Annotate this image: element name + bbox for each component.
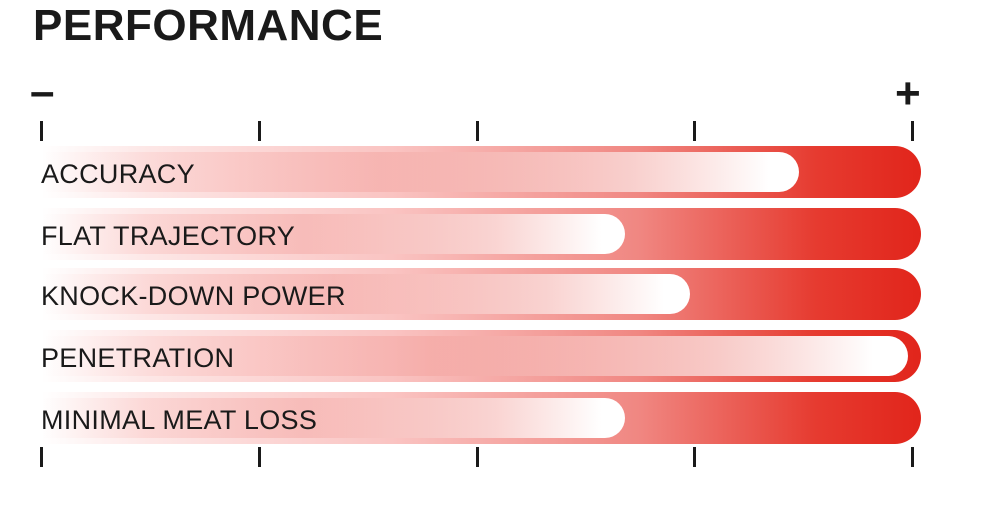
- axis-tick-bottom: [257, 447, 261, 467]
- bar-label: KNOCK-DOWN POWER: [41, 281, 346, 311]
- bar-value-fill: [41, 398, 625, 438]
- axis-tick-bottom: [911, 447, 914, 467]
- bar-value-fill: [41, 336, 908, 376]
- axis-tick-top: [693, 121, 697, 141]
- axis-tick-top: [475, 121, 479, 141]
- axis-tick-top: [911, 121, 914, 141]
- bar-label: MINIMAL MEAT LOSS: [41, 405, 318, 435]
- chart-title: PERFORMANCE: [33, 1, 384, 50]
- bar-row: KNOCK-DOWN POWER: [41, 268, 921, 320]
- bar-label: FLAT TRAJECTORY: [41, 221, 296, 251]
- bar-label: ACCURACY: [41, 159, 195, 189]
- bar-row: PENETRATION: [41, 330, 921, 382]
- bar-value-fill: [41, 152, 800, 192]
- bar-row: MINIMAL MEAT LOSS: [41, 392, 921, 444]
- bar-value-fill: [41, 214, 625, 254]
- bar-row: ACCURACY: [41, 146, 921, 198]
- axis-tick-bottom: [693, 447, 697, 467]
- axis-tick-top: [257, 121, 261, 141]
- scale-minus-label: –: [30, 67, 55, 116]
- axis-tick-top: [40, 121, 43, 141]
- scale-plus-label: +: [895, 69, 921, 118]
- axis-tick-bottom: [475, 447, 479, 467]
- bar-row: FLAT TRAJECTORY: [41, 208, 921, 260]
- bar-label: PENETRATION: [41, 343, 235, 373]
- bar-value-fill: [41, 274, 691, 314]
- axis-tick-bottom: [40, 447, 43, 467]
